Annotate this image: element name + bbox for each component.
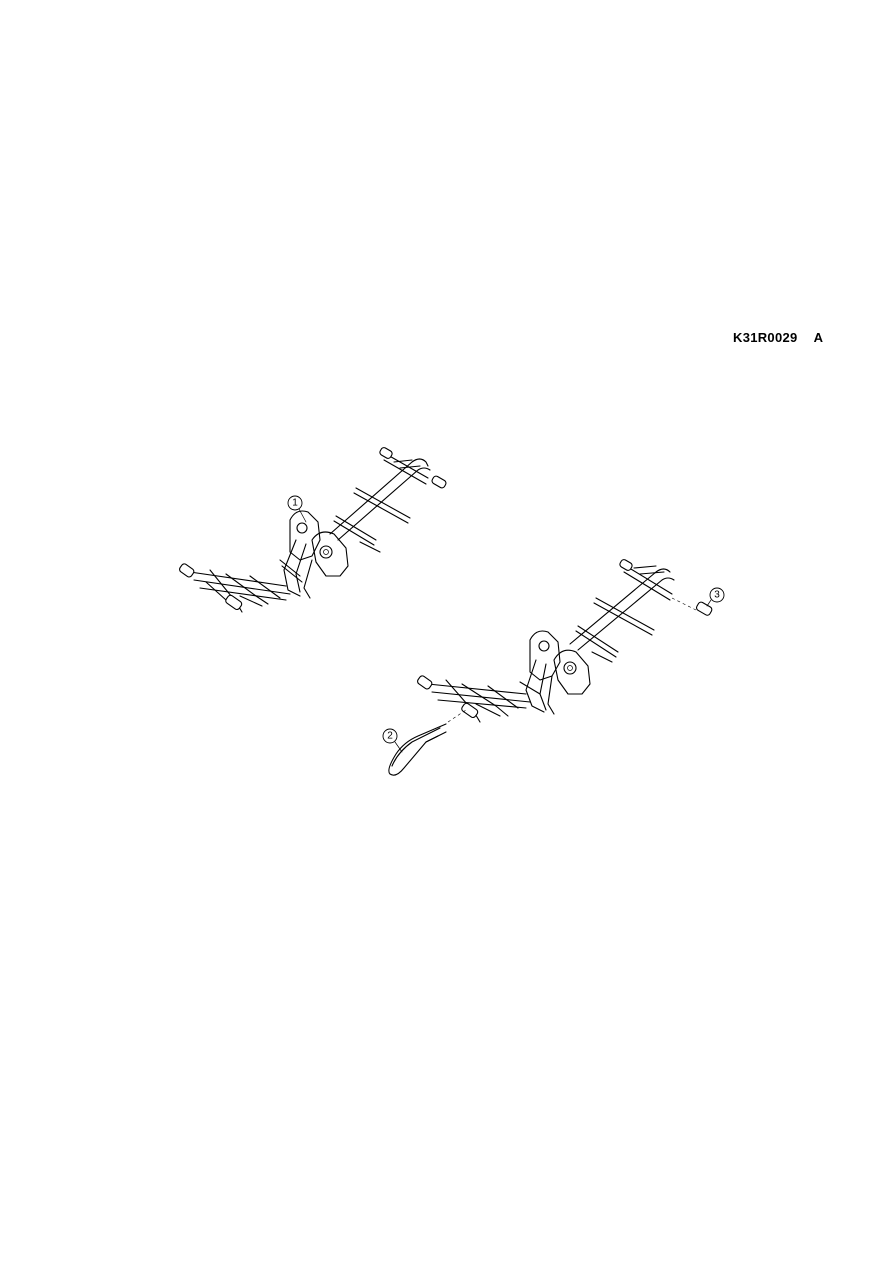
drawing-revision: A <box>813 330 824 345</box>
drawing-reference: K31R0029 A <box>733 330 823 345</box>
tine-cap <box>225 594 243 611</box>
tine <box>487 685 519 709</box>
pivot-bracket <box>289 510 321 561</box>
tine <box>595 597 655 631</box>
frame-rail <box>427 683 527 695</box>
tine <box>355 487 411 519</box>
callout-2-label: 2 <box>387 731 393 742</box>
tine-cap <box>461 702 479 719</box>
tine <box>249 575 281 599</box>
frame-rail <box>569 568 671 645</box>
callout-2: 2 <box>382 728 403 753</box>
tine-assembly-left <box>179 447 447 613</box>
callout-3: 3 <box>706 587 725 607</box>
frame-rail <box>393 459 413 463</box>
tine-cap <box>417 675 433 690</box>
pivot-bracket <box>553 649 591 695</box>
frame-rail <box>399 465 421 469</box>
exploded-tine-cap <box>671 597 713 616</box>
tine-cap <box>379 447 393 459</box>
tine-assembly-right <box>417 559 675 723</box>
frame-rail <box>189 571 287 587</box>
tine <box>577 625 619 653</box>
pivot-bracket <box>311 531 349 577</box>
tine <box>225 573 269 605</box>
pivot-bracket <box>529 630 561 681</box>
tine <box>461 683 509 717</box>
tine-cap <box>179 563 195 578</box>
frame-rail <box>337 467 431 541</box>
tine <box>335 515 377 541</box>
tine-cap <box>619 559 633 571</box>
spring-clip <box>388 709 467 776</box>
callout-1-label: 1 <box>292 498 298 509</box>
tine-cap <box>431 475 447 489</box>
drawing-code: K31R0029 <box>733 330 798 345</box>
frame-rail <box>329 458 429 535</box>
callout-3-label: 3 <box>714 590 720 601</box>
callout-1: 1 <box>287 495 307 523</box>
